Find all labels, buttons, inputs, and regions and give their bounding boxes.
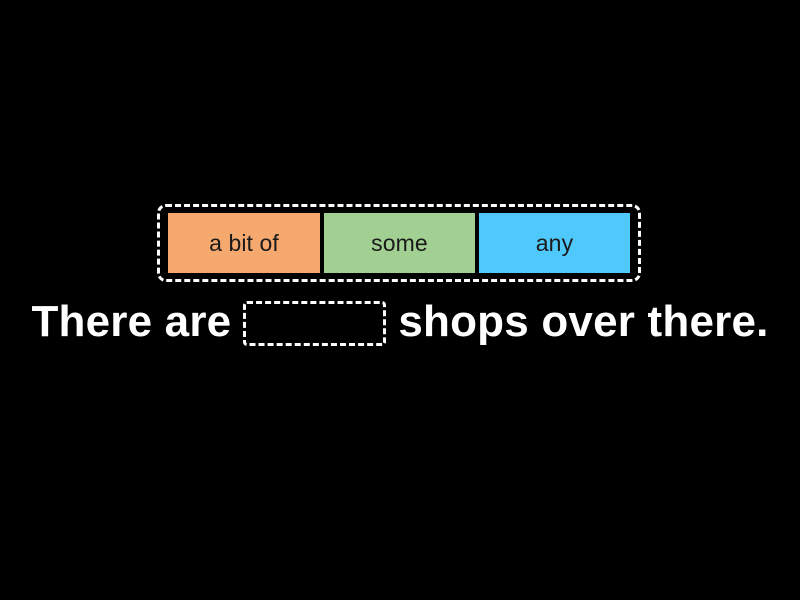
sentence-line: There are shops over there. (0, 292, 800, 352)
sentence-text-after-blank: shops over there. (398, 297, 769, 346)
answer-options-tray: a bit of some any (157, 204, 641, 282)
answer-tile-any[interactable]: any (478, 213, 630, 273)
answer-tile-a-bit-of[interactable]: a bit of (168, 213, 320, 273)
sentence-text-before-blank: There are (31, 297, 232, 346)
sentence-blank-dropzone[interactable] (243, 300, 387, 346)
answer-tile-some[interactable]: some (323, 213, 475, 273)
